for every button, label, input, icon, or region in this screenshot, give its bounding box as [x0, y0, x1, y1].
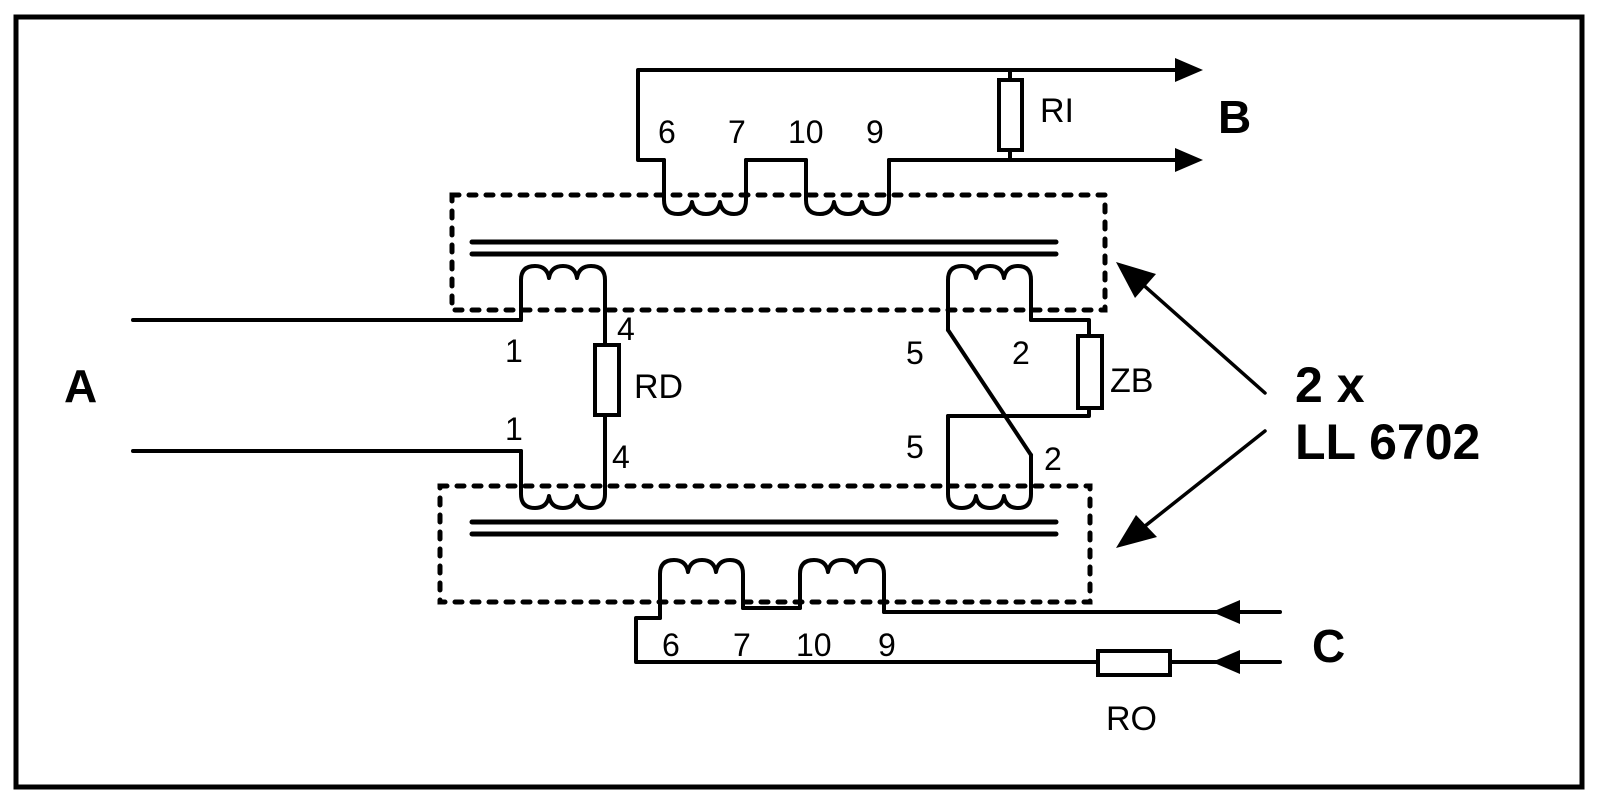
wire-cross-5-2 — [946, 328, 1033, 457]
part-pointer-arrows — [1116, 262, 1267, 548]
pointer-arrow-lower-icon — [1116, 515, 1157, 548]
label-zb: ZB — [1110, 362, 1153, 400]
upper-pin-5: 5 — [906, 335, 924, 371]
lower-shield-outline — [437, 483, 1093, 605]
lower-pin-1: 1 — [505, 411, 523, 447]
pointer-line-lower — [1138, 429, 1267, 532]
resistor-rd[interactable] — [593, 343, 621, 417]
resistor-ri[interactable] — [997, 78, 1024, 152]
pointer-line-upper — [1138, 280, 1267, 395]
upper-pin-7: 7 — [728, 114, 746, 150]
lower-pin-2: 2 — [1044, 441, 1062, 477]
lower-secondary-coil-6-7 — [658, 558, 745, 620]
lower-primary-right-coil — [946, 414, 1033, 510]
upper-pin-9: 9 — [866, 114, 884, 150]
label-ro: RO — [1106, 700, 1157, 738]
wire-c-bottom — [634, 616, 1100, 664]
lower-pin-9: 9 — [878, 627, 896, 663]
output-b-wiring — [636, 58, 1203, 172]
upper-pin-10: 10 — [788, 114, 824, 150]
lower-transformer — [437, 414, 1093, 620]
lower-pin-10: 10 — [796, 627, 832, 663]
upper-primary-right-coil — [946, 264, 1033, 332]
input-c-wiring — [634, 600, 1282, 677]
resistor-zb[interactable] — [1076, 334, 1104, 410]
upper-shield-outline — [449, 192, 1108, 313]
part-label-model: LL 6702 — [1295, 414, 1480, 470]
upper-transformer — [449, 158, 1108, 347]
upper-secondary-coil-10-9 — [804, 158, 891, 216]
wire-zb-bottom — [946, 406, 1091, 418]
lower-pin-5: 5 — [906, 429, 924, 465]
input-a-wiring — [131, 318, 621, 453]
upper-pin-1: 1 — [505, 333, 523, 369]
resistor-ro[interactable] — [1096, 649, 1172, 677]
wire-b-top — [636, 68, 1177, 162]
wire-zb-top — [1029, 318, 1091, 338]
pointer-arrow-upper-icon — [1116, 262, 1156, 298]
upper-primary-left-coil — [519, 264, 607, 347]
arrow-b-top-icon — [1175, 58, 1203, 82]
upper-secondary-coil-6-7 — [662, 158, 748, 216]
arrow-b-bottom-icon — [1175, 148, 1203, 172]
upper-pin-2: 2 — [1012, 335, 1030, 371]
lower-primary-left-coil — [519, 418, 607, 510]
port-label-a: A — [64, 360, 97, 412]
zb-wiring — [946, 318, 1104, 457]
upper-pin-4: 4 — [617, 311, 635, 347]
arrow-c-bottom-icon — [1212, 650, 1240, 674]
lower-pin-4: 4 — [612, 439, 630, 475]
label-rd: RD — [634, 368, 683, 406]
lower-pin-7: 7 — [733, 627, 751, 663]
lower-pin-6: 6 — [662, 627, 680, 663]
port-label-c: C — [1312, 620, 1345, 672]
arrow-c-top-icon — [1212, 600, 1240, 624]
lower-secondary-coil-10-9 — [798, 558, 886, 614]
port-label-b: B — [1218, 91, 1251, 143]
upper-pin-6: 6 — [658, 114, 676, 150]
label-ri: RI — [1040, 92, 1074, 130]
part-label-count: 2 x — [1295, 357, 1365, 413]
diagram-frame — [13, 14, 1585, 790]
